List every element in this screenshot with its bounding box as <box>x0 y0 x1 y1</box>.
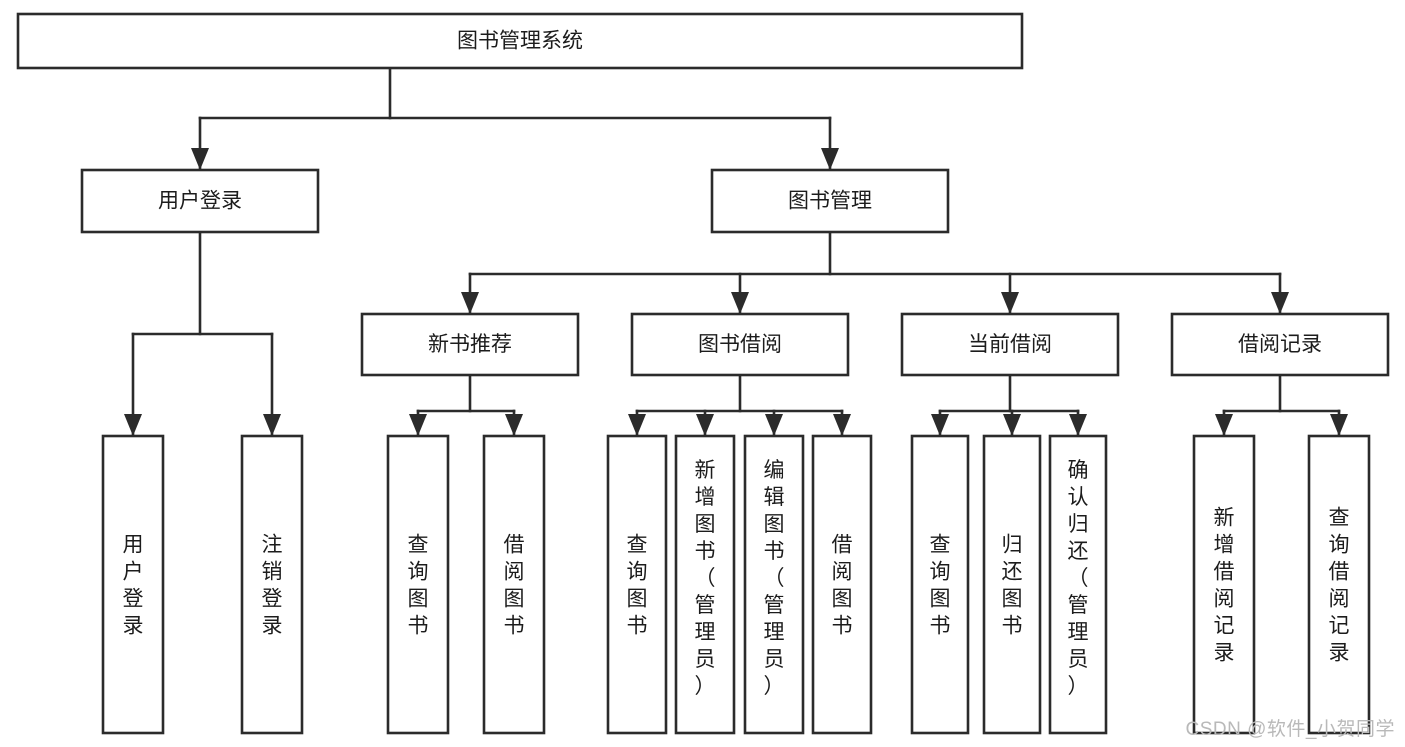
node-box-leaf-add-record[interactable] <box>1192 434 1256 735</box>
node-box-leaf-return-book[interactable] <box>982 434 1042 735</box>
node-label-leaf-user-login: 用户登录 <box>123 534 144 638</box>
connector-group <box>191 66 839 171</box>
node-label-new-book-recommend: 新书推荐 <box>428 333 512 356</box>
node-box-leaf-add-book[interactable] <box>674 434 736 735</box>
node-label-user-login: 用户登录 <box>158 190 242 213</box>
node-box-user-login[interactable] <box>80 168 320 234</box>
node-box-leaf-user-login[interactable] <box>101 434 165 735</box>
node-box-leaf-query-book-rec[interactable] <box>386 434 450 735</box>
node-leaf-user-login[interactable]: 用户登录 <box>101 434 165 735</box>
node-new-book-recommend[interactable]: 新书推荐 <box>360 312 580 377</box>
node-label-leaf-query-record: 查询借阅记录 <box>1329 507 1350 665</box>
node-box-borrow-record[interactable] <box>1170 312 1390 377</box>
node-label-borrow-record: 借阅记录 <box>1238 333 1322 356</box>
node-label-leaf-logout: 注销登录 <box>262 534 283 638</box>
nodes-layer: 图书管理系统用户登录图书管理新书推荐图书借阅当前借阅借阅记录用户登录注销登录查询… <box>16 12 1390 735</box>
node-leaf-confirm-return[interactable]: 确认归还（管理员） <box>1048 434 1108 735</box>
node-box-leaf-query-book-cur[interactable] <box>910 434 970 735</box>
node-box-book-manage[interactable] <box>710 168 950 234</box>
connector-group <box>124 230 281 437</box>
node-leaf-return-book[interactable]: 归还图书 <box>982 434 1042 735</box>
edges-layer <box>124 66 1348 437</box>
node-root[interactable]: 图书管理系统 <box>16 12 1024 70</box>
node-label-leaf-add-book: 新增图书（管理员） <box>695 459 716 698</box>
node-box-leaf-query-book-borrow[interactable] <box>606 434 668 735</box>
node-label-leaf-query-book-cur: 查询图书 <box>930 534 951 638</box>
node-book-borrow[interactable]: 图书借阅 <box>630 312 850 377</box>
node-leaf-logout[interactable]: 注销登录 <box>240 434 304 735</box>
node-leaf-query-book-rec[interactable]: 查询图书 <box>386 434 450 735</box>
node-leaf-borrow-book-rec[interactable]: 借阅图书 <box>482 434 546 735</box>
node-box-leaf-borrow-book-rec[interactable] <box>482 434 546 735</box>
connector-group <box>628 373 851 437</box>
node-label-book-borrow: 图书借阅 <box>698 333 782 356</box>
node-box-book-borrow[interactable] <box>630 312 850 377</box>
node-leaf-query-record[interactable]: 查询借阅记录 <box>1307 434 1371 735</box>
connector-group <box>409 373 523 437</box>
node-box-root[interactable] <box>16 12 1024 70</box>
node-label-leaf-borrow-book: 借阅图书 <box>832 534 853 638</box>
node-label-book-manage: 图书管理 <box>788 190 872 213</box>
node-box-leaf-query-record[interactable] <box>1307 434 1371 735</box>
node-leaf-add-record[interactable]: 新增借阅记录 <box>1192 434 1256 735</box>
connector-group <box>931 373 1087 437</box>
node-book-manage[interactable]: 图书管理 <box>710 168 950 234</box>
node-label-root: 图书管理系统 <box>457 30 583 53</box>
node-box-leaf-borrow-book[interactable] <box>811 434 873 735</box>
node-leaf-add-book[interactable]: 新增图书（管理员） <box>674 434 736 735</box>
node-leaf-query-book-borrow[interactable]: 查询图书 <box>606 434 668 735</box>
node-label-leaf-return-book: 归还图书 <box>1002 534 1023 638</box>
node-box-leaf-confirm-return[interactable] <box>1048 434 1108 735</box>
node-leaf-borrow-book[interactable]: 借阅图书 <box>811 434 873 735</box>
node-borrow-record[interactable]: 借阅记录 <box>1170 312 1390 377</box>
node-box-new-book-recommend[interactable] <box>360 312 580 377</box>
node-user-login[interactable]: 用户登录 <box>80 168 320 234</box>
node-box-leaf-edit-book[interactable] <box>743 434 805 735</box>
node-box-current-borrow[interactable] <box>900 312 1120 377</box>
node-label-leaf-borrow-book-rec: 借阅图书 <box>504 534 525 638</box>
node-label-leaf-confirm-return: 确认归还（管理员） <box>1068 459 1089 698</box>
node-label-leaf-query-book-rec: 查询图书 <box>408 534 429 638</box>
node-label-leaf-edit-book: 编辑图书（管理员） <box>764 459 785 698</box>
connector-group <box>1215 373 1348 437</box>
node-label-leaf-add-record: 新增借阅记录 <box>1214 507 1235 665</box>
node-leaf-edit-book[interactable]: 编辑图书（管理员） <box>743 434 805 735</box>
node-box-leaf-logout[interactable] <box>240 434 304 735</box>
node-current-borrow[interactable]: 当前借阅 <box>900 312 1120 377</box>
node-label-leaf-query-book-borrow: 查询图书 <box>627 534 648 638</box>
connector-group <box>461 230 1289 315</box>
node-label-current-borrow: 当前借阅 <box>968 333 1052 356</box>
node-leaf-query-book-cur[interactable]: 查询图书 <box>910 434 970 735</box>
